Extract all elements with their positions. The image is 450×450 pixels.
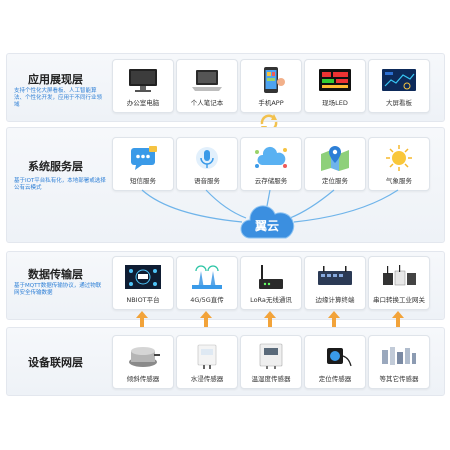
card-label: 大屏看板	[386, 99, 412, 107]
card-label: 语音服务	[194, 177, 220, 185]
card-other-sensors[interactable]: 等其它传感器	[368, 335, 430, 389]
card-phone-app[interactable]: 手机APP	[240, 59, 302, 113]
card-label: 4G/5G直传	[190, 296, 224, 304]
card-label: 手机APP	[258, 99, 284, 107]
card-dashboard[interactable]: 大屏看板	[368, 59, 430, 113]
phone-app-icon	[264, 67, 285, 93]
card-onsite-led[interactable]: 现场LED	[304, 59, 366, 113]
layer-title: 应用展现层	[28, 73, 83, 86]
card-label: 办公室电脑	[126, 99, 160, 107]
edge-terminal-icon	[318, 266, 352, 285]
card-label: 云存储服务	[254, 177, 288, 185]
card-nbiot-platform[interactable]: NBIOT平台	[112, 256, 174, 310]
sms-icon	[131, 146, 157, 170]
layer-description: 支持个性化大屏看板、人工智能算法、个性化开发，应用于不同行业领域	[14, 88, 103, 108]
card-position-sensor[interactable]: 定位传感器	[304, 335, 366, 389]
nbiot-icon	[125, 265, 161, 289]
card-label: LoRa无线通讯	[250, 296, 292, 304]
card-weather-service[interactable]: 气象服务	[368, 137, 430, 191]
card-label: 串口转换工业网关	[373, 296, 425, 304]
position-sensor-icon	[327, 348, 352, 367]
card-label: 温湿度传感器	[251, 375, 291, 383]
card-cloud-storage-service[interactable]: 云存储服务	[240, 137, 302, 191]
card-laptop[interactable]: 个人笔记本	[176, 59, 238, 113]
card-office-pc[interactable]: 办公室电脑	[112, 59, 174, 113]
dashboard-icon	[382, 69, 416, 91]
tilt-sensor-icon	[129, 347, 160, 367]
led-display-icon	[319, 69, 351, 91]
other-sensors-icon	[382, 347, 416, 365]
card-label: 现场LED	[322, 99, 348, 107]
layer-description: 基于MQTT数据传输协议，通过物联网安全传输数据	[14, 283, 102, 296]
card-label: 倾斜传感器	[126, 375, 160, 383]
layer-title: 设备联网层	[28, 356, 83, 369]
water-sensor-icon	[197, 344, 217, 369]
card-4g5g-direct[interactable]: 4G/5G直传	[176, 256, 238, 310]
card-water-sensor[interactable]: 水浸传感器	[176, 335, 238, 389]
cloud-storage-icon	[255, 146, 287, 168]
laptop-icon	[192, 70, 222, 91]
cloud-hub-icon	[240, 205, 295, 239]
card-label: 定位服务	[322, 177, 348, 185]
location-icon	[321, 146, 349, 171]
weather-icon	[386, 145, 412, 171]
card-label: NBIOT平台	[126, 296, 160, 304]
card-label: 气象服务	[386, 177, 412, 185]
temp-humidity-sensor-icon	[259, 343, 283, 369]
layer-title: 数据传输层	[28, 268, 83, 281]
gateway-icon	[383, 265, 416, 286]
card-location-service[interactable]: 定位服务	[304, 137, 366, 191]
desktop-icon	[129, 69, 157, 92]
tower-icon	[192, 265, 222, 289]
card-label: 个人笔记本	[190, 99, 224, 107]
layer-description: 基于IOT平台私有化，本地部署或选择公有云模式	[14, 178, 106, 191]
voice-icon	[196, 147, 218, 169]
card-temp-humidity-sensor[interactable]: 温湿度传感器	[240, 335, 302, 389]
card-label: 等其它传感器	[379, 375, 419, 383]
card-label: 短信服务	[130, 177, 156, 185]
cloud-label: 翼云	[254, 219, 279, 233]
layer-title: 系统服务层	[28, 160, 83, 173]
card-edge-terminal[interactable]: 边缘计算终端	[304, 256, 366, 310]
lora-icon	[259, 265, 283, 289]
card-lora-wireless[interactable]: LoRa无线通讯	[240, 256, 302, 310]
card-label: 水浸传感器	[190, 375, 224, 383]
card-tilt-sensor[interactable]: 倾斜传感器	[112, 335, 174, 389]
card-label: 边缘计算终端	[315, 296, 355, 304]
card-serial-gateway[interactable]: 串口转换工业网关	[368, 256, 430, 310]
card-label: 定位传感器	[318, 375, 352, 383]
